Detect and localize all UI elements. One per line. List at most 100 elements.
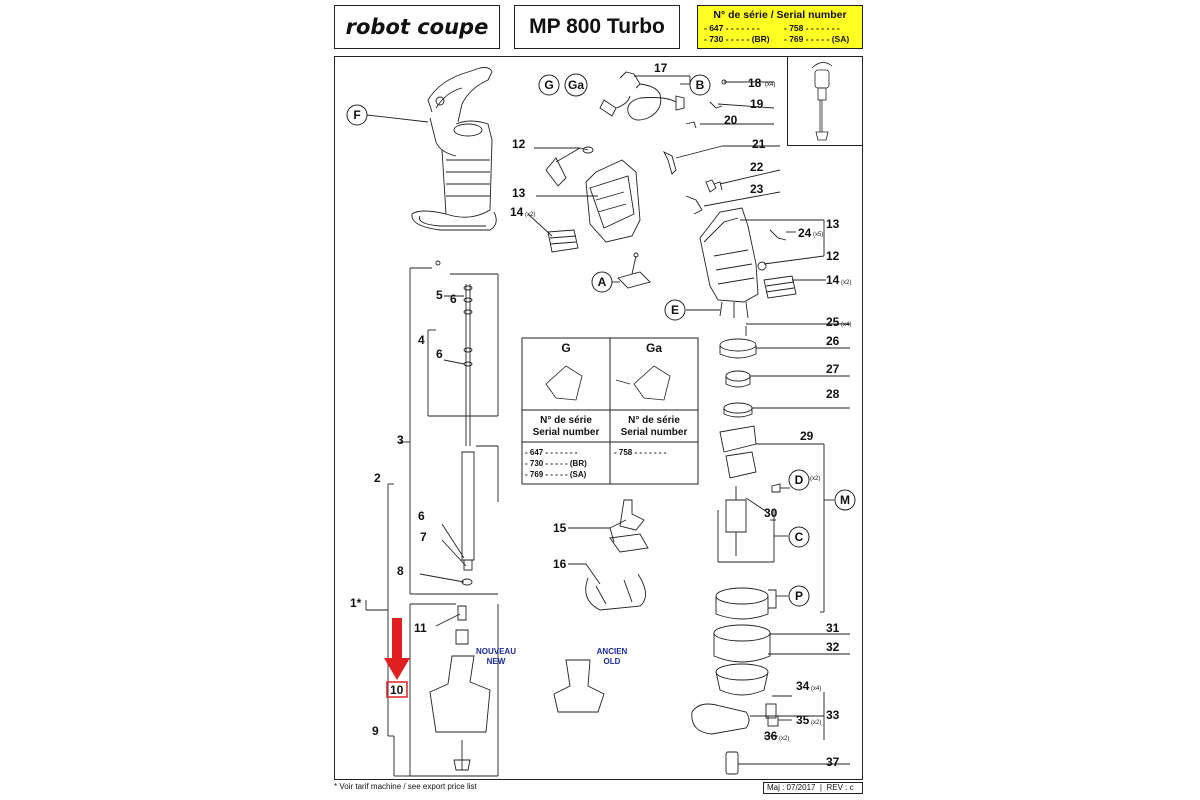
label-old: OLD — [604, 657, 621, 666]
housing-drawing-right — [699, 207, 797, 319]
label-C: C — [795, 530, 804, 544]
part-6-c: 6 — [418, 509, 425, 523]
label-ancien: ANCIEN — [597, 647, 628, 656]
part-32: 32 — [826, 640, 840, 654]
part-10: 10 — [390, 683, 404, 697]
part-34: 34 — [796, 679, 810, 693]
serial-number-box: N° de série / Serial number - 647 - - - … — [697, 5, 863, 49]
serial-769: - 769 - - - - - (SA) — [784, 34, 850, 44]
red-arrow-indicator — [384, 618, 410, 698]
part-29: 29 — [800, 429, 814, 443]
model-title-box: MP 800 Turbo — [514, 5, 680, 49]
brand-logo-box: robot coupe — [334, 5, 500, 49]
part-7: 7 — [420, 530, 427, 544]
circle-B: B — [689, 74, 711, 96]
plug-cable-drawing — [599, 71, 685, 121]
part-15: 15 — [553, 521, 567, 535]
label-Ga: Ga — [568, 78, 584, 92]
part-1: 1* — [350, 596, 362, 610]
part-12-top: 12 — [512, 137, 526, 151]
circle-F: F — [346, 104, 368, 126]
table-ga-row-1: - 758 - - - - - - - — [614, 448, 667, 457]
qty-25: (x4) — [841, 322, 851, 328]
part-18: 18 — [748, 76, 762, 90]
qty-34: (x4) — [811, 686, 821, 692]
part-22: 22 — [750, 160, 764, 174]
circle-A: A — [591, 271, 613, 293]
qty-24: (x5) — [813, 232, 823, 238]
table-g-serial-en: Serial number — [533, 427, 600, 438]
circle-M: M — [834, 489, 856, 511]
qty-D: (x2) — [810, 476, 820, 482]
part-14-right: 14 — [826, 273, 840, 287]
part-24: 24 — [798, 226, 812, 240]
table-ga-serial-fr: N° de série — [628, 415, 680, 426]
part-35: 35 — [796, 713, 810, 727]
footnote: * Voir tarif machine / see export price … — [334, 782, 477, 791]
part-8: 8 — [397, 564, 404, 578]
table-g-row-3: - 769 - - - - - (SA) — [525, 470, 587, 479]
table-g-row-1: - 647 - - - - - - - — [525, 448, 578, 457]
part-30: 30 — [764, 506, 778, 520]
qty-14-top: (x2) — [525, 212, 535, 218]
brackets-drawing — [585, 499, 649, 611]
shaft-assembly-drawing — [429, 260, 605, 771]
serial-647: - 647 - - - - - - - — [704, 23, 760, 33]
part-6-b: 6 — [436, 347, 443, 361]
part-36: 36 — [764, 729, 778, 743]
part-37: 37 — [826, 755, 840, 769]
label-B: B — [696, 78, 705, 92]
part-33: 33 — [826, 708, 840, 722]
variant-table-text: G Ga N° de série Serial number N° de sér… — [525, 341, 687, 479]
circle-C: C — [788, 526, 810, 548]
qty-18: (x4) — [765, 82, 775, 88]
part-31: 31 — [826, 621, 840, 635]
label-nouveau: NOUVEAU — [476, 647, 516, 656]
part-4: 4 — [418, 333, 425, 347]
label-M: M — [840, 493, 850, 507]
label-F: F — [353, 108, 360, 122]
part-numbers: 17 18 (x4) 19 20 12 21 22 23 13 14 (x2) … — [350, 61, 851, 769]
housing-drawing-top — [545, 146, 641, 253]
qty-14-right: (x2) — [841, 280, 851, 286]
thumbnail-box — [787, 56, 863, 146]
exploded-diagram-frame — [334, 56, 863, 780]
part-21: 21 — [752, 137, 766, 151]
rev-code: REV : c — [826, 783, 854, 792]
qty-36: (x2) — [779, 736, 789, 742]
part-20: 20 — [724, 113, 738, 127]
serial-758: - 758 - - - - - - - — [784, 23, 840, 33]
table-col-g: G — [561, 341, 570, 355]
revision-box: Maj : 07/2017 | REV : c — [763, 782, 863, 794]
serial-title: N° de série / Serial number — [713, 9, 847, 21]
part-14-top: 14 — [510, 205, 524, 219]
part-9: 9 — [372, 724, 379, 738]
variant-table — [521, 337, 699, 485]
part-19: 19 — [750, 97, 764, 111]
table-col-ga: Ga — [646, 341, 662, 355]
part-28: 28 — [826, 387, 840, 401]
serial-730: - 730 - - - - - (BR) — [704, 34, 770, 44]
part-13-top: 13 — [512, 186, 526, 200]
part-5: 5 — [436, 288, 443, 302]
part-3: 3 — [397, 433, 404, 447]
label-D: D — [795, 473, 804, 487]
part-17: 17 — [654, 61, 668, 75]
label-A: A — [598, 275, 607, 289]
qty-35: (x2) — [811, 720, 821, 726]
circle-G: G — [538, 74, 560, 96]
part-26: 26 — [826, 334, 840, 348]
part-2: 2 — [374, 471, 381, 485]
part-6-a: 6 — [450, 292, 457, 306]
model-title: MP 800 Turbo — [529, 15, 665, 38]
maj-date: Maj : 07/2017 — [767, 783, 816, 792]
circle-D: D — [788, 469, 810, 491]
thumbnail-mixer-drawing — [811, 62, 833, 141]
table-g-serial-fr: N° de série — [540, 415, 592, 426]
brand-logo: robot coupe — [345, 15, 489, 39]
variant-labels: NOUVEAU NEW ANCIEN OLD — [476, 647, 628, 666]
circle-Ga: Ga — [564, 73, 588, 97]
table-ga-serial-en: Serial number — [621, 427, 688, 438]
leader-lines — [365, 75, 850, 777]
